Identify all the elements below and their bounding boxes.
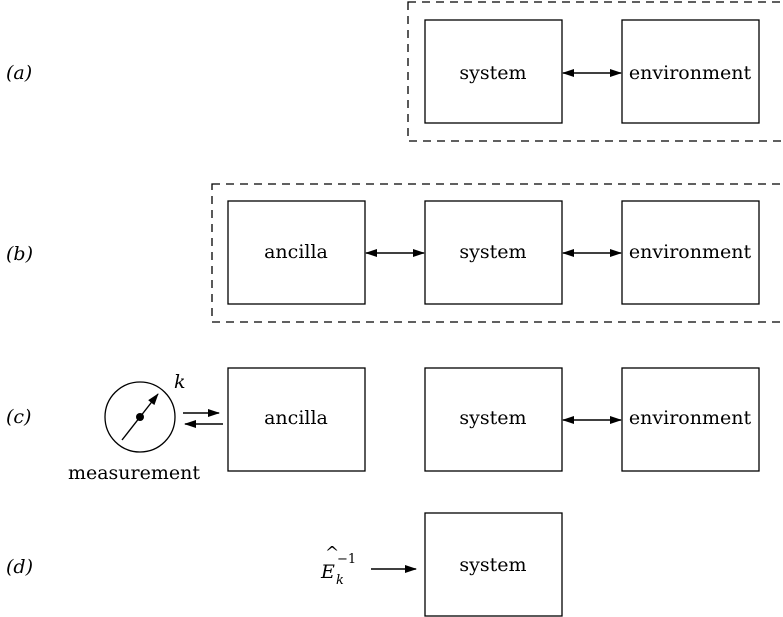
- environment-box-c: [621, 367, 760, 472]
- system-label-d: system: [459, 554, 526, 576]
- row-label-a: (a): [6, 62, 32, 84]
- operator-base: E: [320, 561, 335, 583]
- operator-hat: ^: [325, 543, 339, 563]
- dashed-boundary-a: [407, 1, 783, 142]
- system-label-a: system: [459, 62, 526, 84]
- environment-label-a: environment: [629, 62, 752, 84]
- environment-box-b: [621, 200, 760, 305]
- operator-superscript: −1: [337, 552, 356, 567]
- environment-box-a: [621, 19, 760, 124]
- operator-subscript: k: [336, 573, 344, 588]
- measurement-meter-icon: [104, 381, 176, 453]
- environment-label-c: environment: [629, 407, 752, 429]
- meter-symbol: k: [174, 371, 186, 393]
- ancilla-label-b: ancilla: [264, 241, 328, 263]
- ancilla-box-c: [227, 367, 366, 472]
- system-box-a: [424, 19, 563, 124]
- system-box-b: [424, 200, 563, 305]
- row-label-c: (c): [6, 406, 31, 428]
- row-label-d: (d): [6, 556, 33, 578]
- recovery-operator: E ^ k −1: [320, 543, 356, 588]
- measurement-caption: measurement: [68, 462, 200, 484]
- row-label-b: (b): [6, 243, 33, 265]
- system-label-c: system: [459, 407, 526, 429]
- system-box-c: [424, 367, 563, 472]
- ancilla-box-b: [227, 200, 366, 305]
- ancilla-label-c: ancilla: [264, 407, 328, 429]
- system-box-d: [424, 512, 563, 617]
- environment-label-b: environment: [629, 241, 752, 263]
- system-label-b: system: [459, 241, 526, 263]
- dashed-boundary-b: [211, 183, 783, 323]
